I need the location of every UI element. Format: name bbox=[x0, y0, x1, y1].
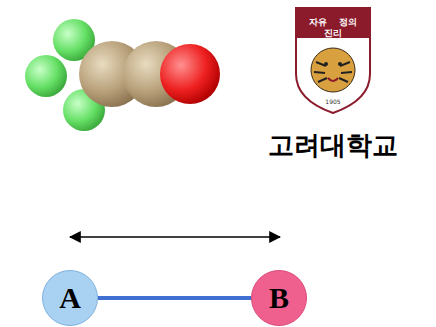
node-label: B bbox=[269, 281, 289, 315]
university-name: 고려대학교 bbox=[268, 128, 398, 163]
node-circle: A bbox=[42, 270, 98, 326]
node-label: A bbox=[59, 281, 81, 315]
year-text: 1905 bbox=[325, 98, 340, 105]
motto-text: 자유 bbox=[309, 16, 327, 29]
double-arrow bbox=[70, 236, 280, 238]
node-circle: B bbox=[251, 270, 307, 326]
connector-line bbox=[98, 296, 251, 300]
motto-text: 정의 bbox=[339, 16, 357, 29]
motto-text: 진리 bbox=[324, 27, 342, 40]
molecule bbox=[25, 19, 220, 131]
university-shield bbox=[296, 8, 370, 113]
